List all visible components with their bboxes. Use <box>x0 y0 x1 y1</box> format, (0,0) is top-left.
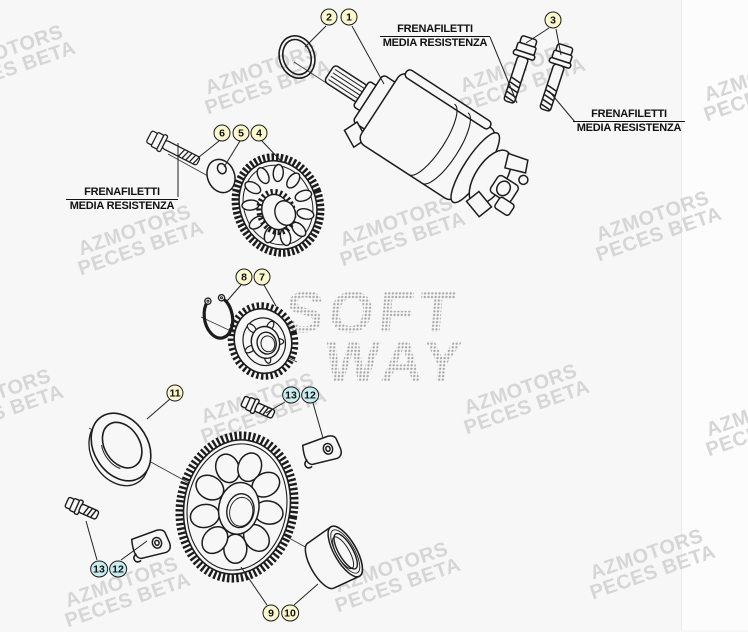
callout-part-8[interactable]: 8 <box>235 268 253 286</box>
starter-motor-drawing <box>324 65 529 218</box>
callout-part-9[interactable]: 9 <box>262 604 280 622</box>
callout-part-13[interactable]: 13 <box>282 386 300 404</box>
callout-part-11[interactable]: 11 <box>166 384 184 402</box>
retainer-plate-drawing <box>297 432 344 470</box>
circlip-drawing <box>202 294 235 340</box>
race-ring-drawing <box>88 412 152 487</box>
o-ring-drawing <box>278 35 316 79</box>
flange-bolt-drawing <box>497 33 541 107</box>
idle-gear-drawing <box>227 302 299 380</box>
callout-part-12[interactable]: 12 <box>301 386 319 404</box>
clutch-gear-drawing <box>231 153 325 257</box>
flange-bolt-drawing <box>533 41 577 115</box>
callout-part-6[interactable]: 6 <box>213 124 231 142</box>
bearing-drawing <box>304 525 364 590</box>
callout-part-5[interactable]: 5 <box>232 124 250 142</box>
callout-part-1[interactable]: 1 <box>340 8 358 26</box>
retainer-plate-drawing <box>126 526 173 564</box>
callout-part-4[interactable]: 4 <box>250 124 268 142</box>
washer-drawing <box>206 158 236 194</box>
ring-gear-drawing <box>175 431 299 583</box>
small-bolt-drawing <box>63 494 102 524</box>
page-background-strip <box>681 0 748 630</box>
callout-part-7[interactable]: 7 <box>253 268 271 286</box>
callout-part-3[interactable]: 3 <box>544 11 562 29</box>
callout-part-10[interactable]: 10 <box>281 604 299 622</box>
callout-part-12[interactable]: 12 <box>109 560 127 578</box>
callout-part-2[interactable]: 2 <box>320 8 338 26</box>
small-bolt-drawing <box>239 393 278 423</box>
hex-bolt-drawing <box>144 127 204 171</box>
callout-part-13[interactable]: 13 <box>90 560 108 578</box>
leader-lines <box>85 25 576 606</box>
